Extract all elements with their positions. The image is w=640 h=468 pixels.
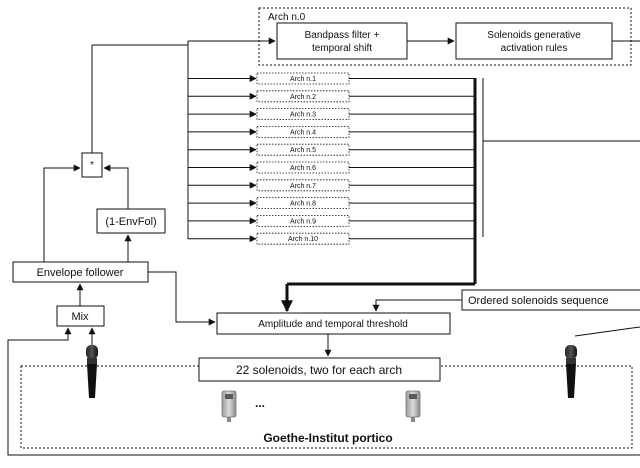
arch-label: Arch n.2 [290, 94, 316, 101]
solenoid-rules-line1: Solenoids generative [487, 30, 581, 41]
arch-0-border [258, 7, 632, 66]
arch-0-group: Arch n.0 Bandpass filter + temporal shif… [258, 7, 640, 66]
bandpass-label-line2: temporal shift [312, 43, 372, 54]
arrow-envelope-to-threshold [148, 271, 216, 326]
solenoid-ellipsis: ... [255, 396, 265, 410]
threshold-box [216, 312, 451, 335]
arrow-sequence-to-threshold [372, 299, 462, 312]
inverse-envfol-box [96, 208, 166, 234]
portico-label: Goethe-Institut portico [263, 431, 392, 445]
ordered-sequence-label: Ordered solenoids sequence [468, 295, 609, 307]
arch-label: Arch n.1 [290, 76, 316, 83]
solenoid-right-icon [405, 390, 421, 422]
arrow-envelope-to-multiply [43, 164, 81, 262]
arch-label: Arch n.8 [290, 201, 316, 208]
multiply-symbol: * [90, 160, 94, 171]
envelope-follower-label: Envelope follower [37, 267, 124, 279]
arch-label: Arch n.5 [290, 147, 316, 154]
microphone-left-icon [86, 345, 98, 398]
solenoid-rules-line2: activation rules [501, 43, 568, 54]
threshold-label: Amplitude and temporal threshold [258, 319, 408, 330]
line-right-mic-cable [574, 326, 640, 337]
arch-label: Arch n.7 [290, 183, 316, 190]
bandpass-label-line1: Bandpass filter + [305, 30, 380, 41]
arrow-inverse-to-multiply [103, 164, 129, 209]
microphone-right-icon [565, 345, 577, 398]
arch-label: Arch n.9 [290, 218, 316, 225]
solenoids-box [198, 357, 441, 382]
arrow-right-mic-to-mix [7, 327, 640, 456]
solenoid-rules-box [455, 22, 613, 60]
arch-label: Arch n.4 [290, 129, 316, 136]
solenoid-left-icon [221, 390, 237, 422]
arch-label: Arch n.3 [290, 112, 316, 119]
inverse-envfol-label: (1-EnvFol) [105, 216, 156, 228]
solenoids-label: 22 solenoids, two for each arch [236, 363, 402, 377]
arch-label: Arch n.10 [288, 236, 318, 243]
arch-label: Arch n.6 [290, 165, 316, 172]
arch-0-title: Arch n.0 [268, 12, 306, 23]
mix-label: Mix [71, 311, 89, 323]
